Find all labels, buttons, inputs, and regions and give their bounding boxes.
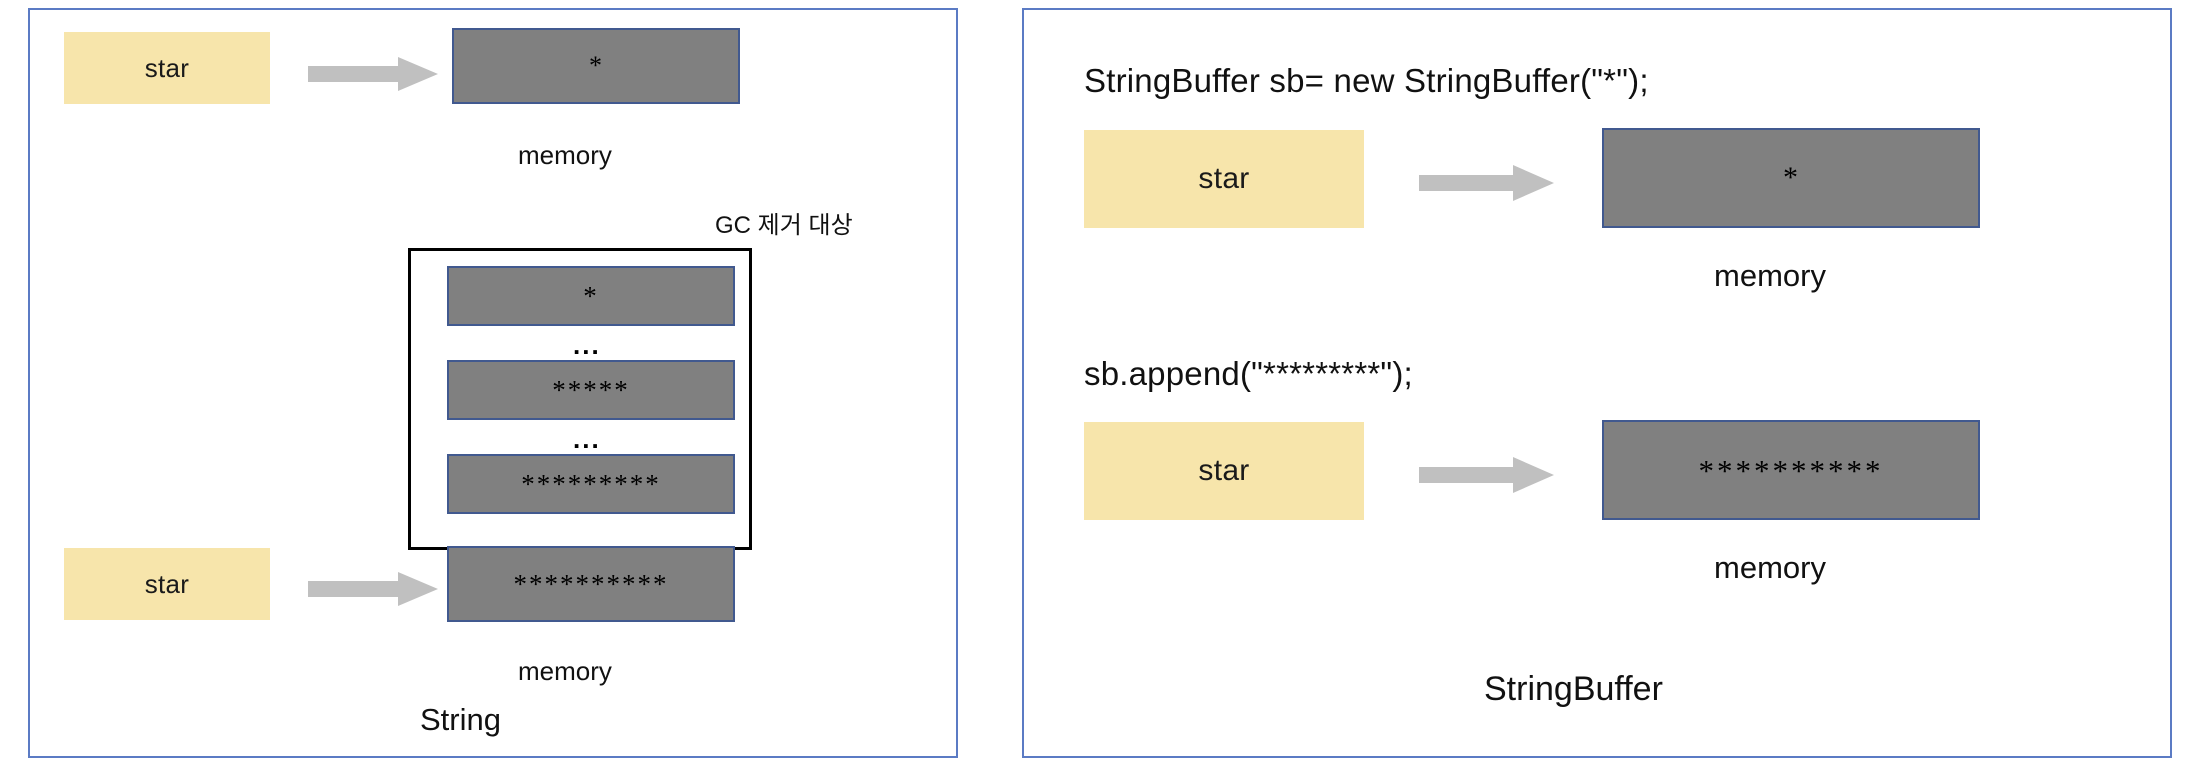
sbuf-memory-box-bottom: ********** bbox=[1602, 420, 1980, 520]
string-memory-label-top: memory bbox=[518, 140, 612, 170]
right-arrow-icon bbox=[1419, 457, 1554, 493]
code-line-constructor: StringBuffer sb= new StringBuffer("*"); bbox=[1084, 62, 1649, 99]
right-arrow-icon bbox=[308, 57, 438, 91]
sbuf-var-box-top: star bbox=[1084, 130, 1364, 228]
gc-ellipsis-2: ... bbox=[573, 424, 601, 454]
sbuf-memory-box-top: * bbox=[1602, 128, 1980, 228]
gc-ellipsis-1: ... bbox=[573, 330, 601, 360]
string-memory-box-top: * bbox=[452, 28, 740, 104]
string-var-box-top: star bbox=[64, 32, 270, 104]
sbuf-panel-caption: StringBuffer bbox=[1484, 670, 1663, 708]
panel-string: star * memory GC 제거 대상 * ... ***** ... *… bbox=[28, 8, 958, 758]
string-var-box-bottom: star bbox=[64, 548, 270, 620]
right-arrow-icon bbox=[1419, 165, 1554, 201]
string-panel-caption: String bbox=[420, 702, 501, 737]
gc-label: GC 제거 대상 bbox=[715, 212, 853, 239]
code-line-append: sb.append("*********"); bbox=[1084, 355, 1413, 392]
string-memory-label-bottom: memory bbox=[518, 656, 612, 686]
gc-memory-box-1: * bbox=[447, 266, 735, 326]
panel-stringbuffer: StringBuffer sb= new StringBuffer("*"); … bbox=[1022, 8, 2172, 758]
right-arrow-icon bbox=[308, 572, 438, 606]
sbuf-memory-label-top: memory bbox=[1714, 258, 1826, 293]
sbuf-memory-label-bottom: memory bbox=[1714, 550, 1826, 585]
sbuf-var-box-bottom: star bbox=[1084, 422, 1364, 520]
string-memory-box-bottom: ********** bbox=[447, 546, 735, 622]
gc-memory-box-3: ********* bbox=[447, 454, 735, 514]
gc-memory-box-2: ***** bbox=[447, 360, 735, 420]
